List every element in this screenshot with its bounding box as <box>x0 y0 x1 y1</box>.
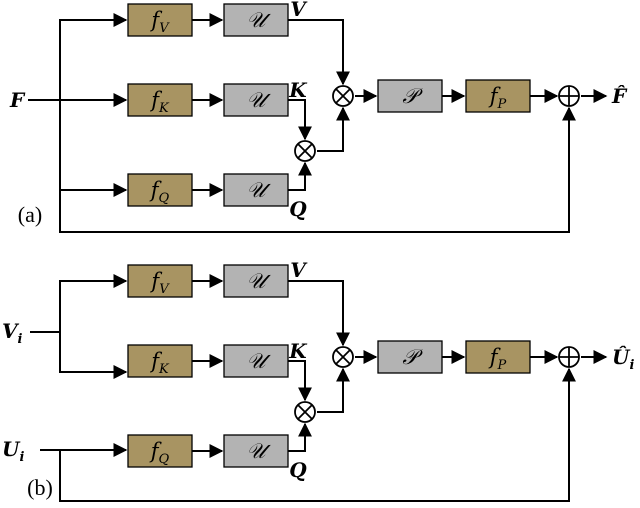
wire-q <box>288 161 312 191</box>
wire-qk <box>317 106 350 152</box>
wire-k <box>288 99 312 141</box>
fv-box-label: fV <box>149 8 170 36</box>
fp-box-label: fP <box>488 345 507 373</box>
q-label: Q <box>289 197 307 221</box>
wire-v <box>288 280 350 347</box>
wire-branch-k <box>59 332 128 379</box>
k-label: K <box>288 339 308 363</box>
u-box-q <box>223 434 289 468</box>
input-u-label: Ui <box>2 437 24 465</box>
output-label: F̂ <box>611 84 628 108</box>
v-label: V <box>290 258 308 282</box>
input-label: Vi <box>2 319 23 347</box>
k-label: K <box>288 78 308 102</box>
fq-box <box>127 173 193 207</box>
wire-q <box>288 422 312 452</box>
q-label: Q <box>289 458 307 482</box>
wire-branch-q <box>59 100 128 197</box>
fp-box <box>465 79 531 113</box>
fq-box-label: fQ <box>149 439 170 467</box>
wire-branch-v <box>59 13 128 100</box>
fp-box-label: fP <box>488 84 507 112</box>
wire-v <box>288 19 350 86</box>
caption: (a) <box>18 202 42 227</box>
fv-box <box>127 264 193 298</box>
u-box-k <box>223 344 289 378</box>
fq-box-label: fQ <box>149 178 170 206</box>
v-label: V <box>290 0 308 21</box>
fk-box-label: fK <box>149 349 170 377</box>
fk-box-label: fK <box>149 88 170 116</box>
fk-box <box>127 83 193 117</box>
fq-box <box>127 434 193 468</box>
caption: (b) <box>27 475 53 500</box>
wire-residual <box>59 106 576 233</box>
wire-branch-v <box>59 274 128 332</box>
input-label: F <box>9 88 26 112</box>
fv-box <box>127 3 193 37</box>
output-label: Ûi <box>612 344 634 373</box>
wire-k <box>288 360 312 402</box>
wire-qk <box>317 367 350 413</box>
fv-box-label: fV <box>149 269 170 297</box>
wire-residual <box>59 367 576 502</box>
u-box-q <box>223 173 289 207</box>
